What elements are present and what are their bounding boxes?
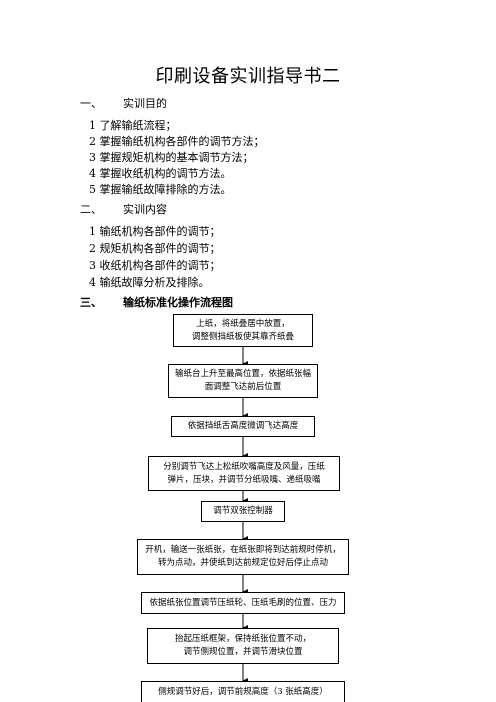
list-item: 1 了解输纸流程；: [89, 119, 177, 132]
section-3-heading: 三、 输纸标准化操作流程图: [80, 294, 233, 310]
section-title: 实训内容: [123, 203, 167, 216]
list-item: 2 规矩机构各部件的调节；: [89, 242, 221, 255]
flow-step-double-sheet-control: 调节双张控制器: [201, 501, 285, 522]
section-number: 三、: [80, 296, 102, 309]
flow-step-feed-one-sheet: 开机，输送一张纸张，在纸张即将到达前规时停机， 转为点动，并使纸到达前规定位好后…: [137, 539, 349, 575]
section-title: 输纸标准化操作流程图: [123, 296, 233, 309]
section-title: 实训目的: [123, 97, 167, 110]
flow-step-adjust-front-lay: 侧规调节好后，调节前规高度（3 张纸高度）: [141, 681, 345, 702]
flow-step-adjust-side-lay: 抬起压纸框架，保持纸张位置不动， 调节侧规位置，并调节滑块位置: [147, 628, 339, 664]
list-item: 4 掌握收纸机构的调节方法。: [89, 167, 232, 180]
list-item: 1 输纸机构各部件的调节；: [89, 225, 221, 238]
flow-step-adjust-press-wheels: 依据纸张位置调节压纸轮、压纸毛刷的位置、压力: [141, 592, 345, 614]
document-title: 印刷设备实训指导书二: [155, 66, 341, 87]
list-item: 3 收纸机构各部件的调节；: [89, 259, 221, 272]
list-item: 5 掌握输纸故障排除的方法。: [89, 183, 232, 196]
flow-step-raise-feed-table: 输纸台上升至最高位置，依据纸张幅 面调整飞达前后位置: [168, 364, 318, 398]
section-2-heading: 二、 实训内容: [80, 201, 167, 217]
list-item: 4 输纸故障分析及排除。: [89, 276, 210, 289]
flow-step-load-paper: 上纸，将纸叠居中放置， 调整侧挡纸板使其靠齐纸叠: [173, 314, 313, 347]
flow-step-adjust-nozzles: 分别调节飞达上松纸吹嘴高度及风量，压纸 弹片，压块，并调节分纸吸嘴、递纸吸嘴: [148, 456, 340, 491]
list-item: 2 掌握输纸机构各部件的调节方法；: [89, 135, 265, 148]
section-number: 一、: [80, 97, 102, 110]
section-number: 二、: [80, 203, 102, 216]
list-item: 3 掌握规矩机构的基本调节方法；: [89, 151, 254, 164]
section-1-heading: 一、 实训目的: [80, 95, 167, 111]
flow-step-adjust-feeder-height: 依据挡纸舌高度微调飞达高度: [171, 416, 315, 437]
